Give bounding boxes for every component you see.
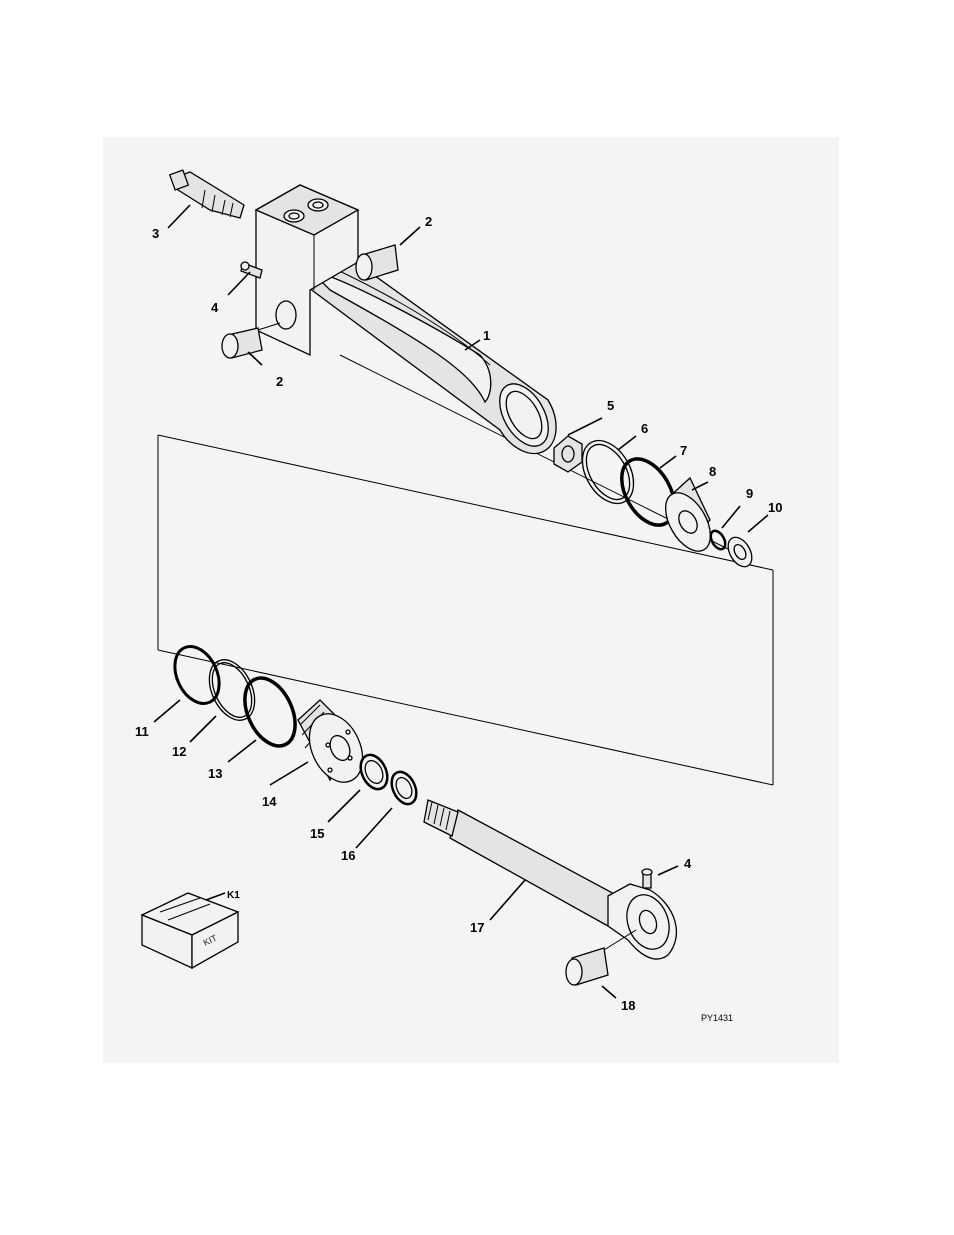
part-9-o-ring: [708, 528, 728, 551]
callout-18: 18: [621, 998, 635, 1013]
callout-1: 1: [483, 328, 490, 343]
callout-17: 17: [470, 920, 484, 935]
callout-16: 16: [341, 848, 355, 863]
callout-12: 12: [172, 744, 186, 759]
callout-5: 5: [607, 398, 614, 413]
part-16-wiper: [387, 768, 421, 808]
part-1-cylinder-barrel: [256, 185, 558, 454]
callout-10: 10: [768, 500, 782, 515]
kit-callout: K1: [227, 890, 240, 901]
callout-6: 6: [641, 421, 648, 436]
part-13-o-ring: [235, 670, 305, 754]
part-5-nut: [554, 436, 582, 472]
part-4-grease-fitting-lower: [642, 869, 652, 888]
callout-leaders: [154, 205, 768, 998]
part-3-valve-fitting: [170, 170, 244, 218]
callout-2-lower: 2: [276, 374, 283, 389]
callout-11: 11: [135, 724, 149, 739]
callout-3: 3: [152, 226, 159, 241]
part-12-backup-ring: [200, 653, 263, 728]
part-6-backup-ring: [572, 432, 644, 513]
callout-9: 9: [746, 486, 753, 501]
part-17-piston-rod: [424, 800, 676, 959]
callout-7: 7: [680, 443, 687, 458]
callout-15: 15: [310, 826, 324, 841]
callout-13: 13: [208, 766, 222, 781]
callout-4-upper: 4: [211, 300, 219, 315]
callout-4-lower: 4: [684, 856, 692, 871]
callout-2-upper: 2: [425, 214, 432, 229]
part-14-gland: [298, 700, 373, 791]
part-2-bushing-upper: [356, 245, 398, 280]
callout-14: 14: [262, 794, 277, 809]
callout-8: 8: [709, 464, 716, 479]
figure-id: PY1431: [701, 1013, 733, 1023]
kit-box-icon: KIT: [142, 893, 238, 968]
